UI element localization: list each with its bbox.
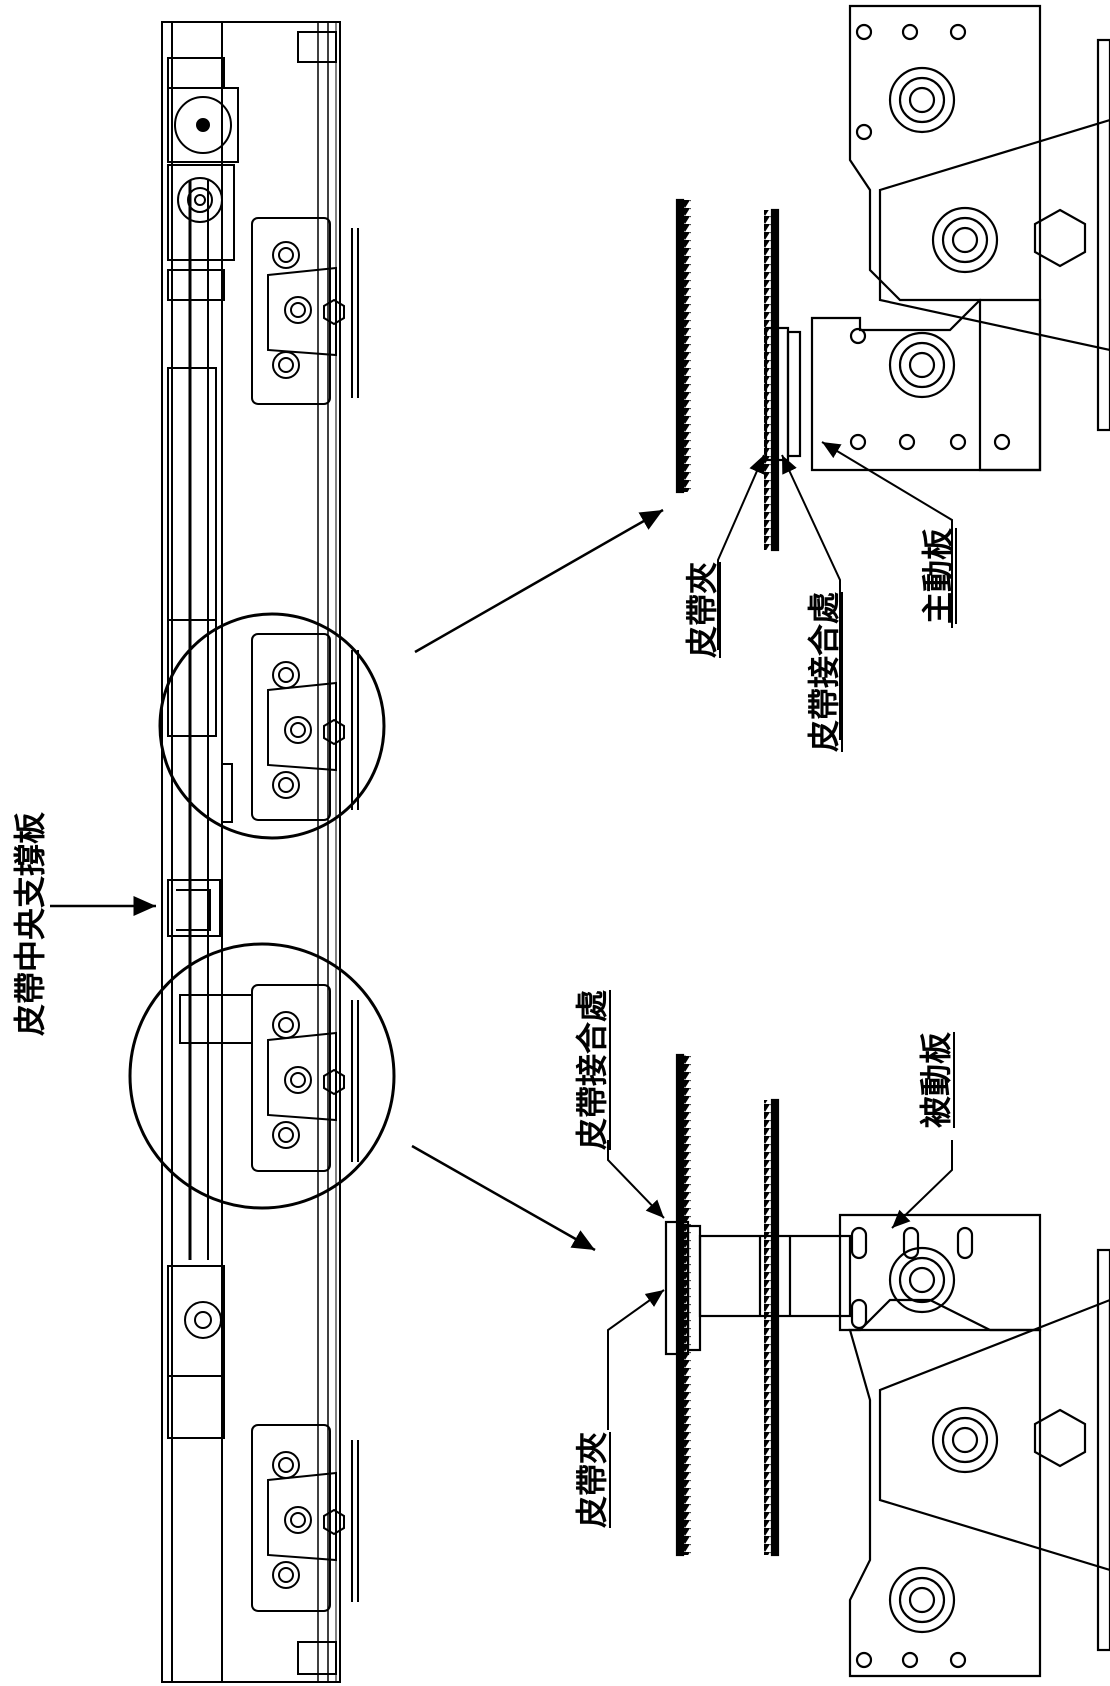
- hex-nut-icon: [323, 298, 345, 326]
- center-channel: [167, 367, 221, 937]
- pulley-icon: [177, 177, 223, 223]
- belt-strip-bottom-right: [770, 1098, 780, 1557]
- label-belt-joint-top: 皮帶接合處: [805, 591, 843, 752]
- label-belt-joint-bottom: 皮帶接合處: [573, 989, 611, 1150]
- belt-strip-bottom-left: [675, 1053, 685, 1557]
- label-belt-clip-top: 皮帶夾: [683, 561, 721, 658]
- motor-icon: [167, 87, 239, 163]
- label-center-support: 皮帶中央支撐板: [11, 811, 49, 1036]
- leaders-bottom: [607, 1140, 953, 1430]
- carriage-1: [251, 217, 359, 405]
- belt-strip-top-right: [770, 208, 780, 552]
- carriage-4: [251, 1424, 359, 1612]
- leader-belt-joint-bottom: [607, 1140, 665, 1219]
- leader-belt-clip-top: [717, 454, 765, 650]
- zoom-circle-bottom: [128, 942, 396, 1210]
- zoom-arrow-bottom: [411, 1144, 596, 1252]
- motor-unit: [167, 31, 337, 1675]
- leader-belt-clip-bottom: [607, 1289, 665, 1430]
- zoom-arrow-top: [414, 508, 664, 654]
- leader-driven-plate: [891, 1140, 953, 1229]
- label-driven-plate: 被動板: [917, 1031, 955, 1128]
- drive-plate: [810, 298, 1042, 472]
- carriage-3: [179, 984, 359, 1172]
- belt-strip-top-left: [675, 198, 685, 494]
- detail-top: [675, 4, 1110, 552]
- zoom-circle-top: [158, 612, 386, 840]
- roller-icon: [272, 241, 300, 269]
- driven-plate: [838, 1213, 1042, 1332]
- leader-belt-joint-top: [781, 454, 841, 740]
- connector-strap: [698, 1234, 852, 1318]
- idler-unit: [167, 1265, 225, 1439]
- leader-drive-plate: [821, 441, 953, 628]
- leaders-top: [717, 441, 953, 740]
- label-drive-plate: 主動板: [919, 527, 957, 624]
- rail-outer: [161, 21, 341, 1683]
- detail-bottom: [664, 1053, 1110, 1678]
- carriage-2: [221, 633, 359, 823]
- label-belt-clip-bottom: 皮帶夾: [573, 1431, 611, 1528]
